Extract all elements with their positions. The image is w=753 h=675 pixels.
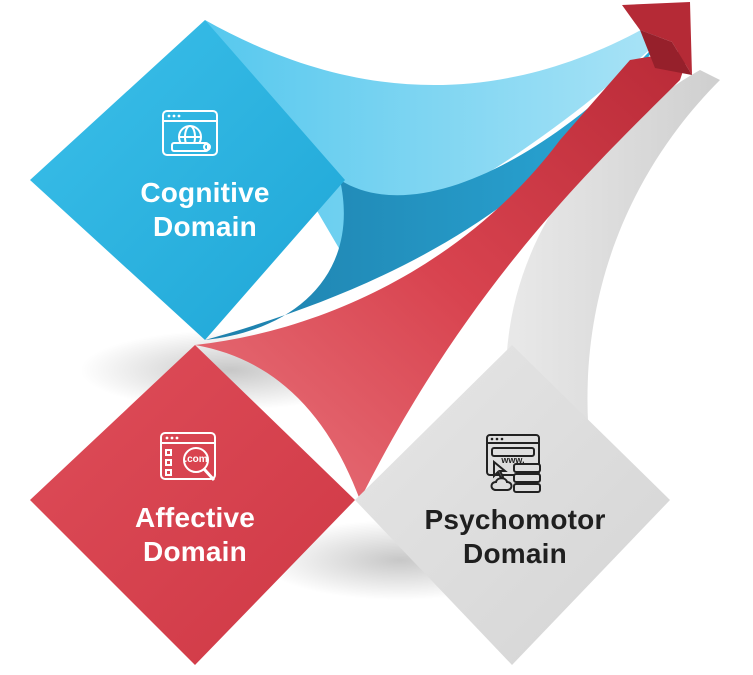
psychomotor-domain-label: Psychomotor Domain	[395, 503, 635, 571]
arrow-head	[622, 2, 692, 75]
cognitive-line1: Cognitive	[140, 177, 270, 208]
www-icon-text: www.	[500, 455, 524, 465]
browser-cursor-server-icon	[486, 434, 541, 493]
browser-globe-icon	[162, 110, 218, 156]
browser-dotcom-search-icon	[160, 432, 216, 482]
red-swoosh	[195, 50, 690, 500]
affective-domain-label: Affective Domain	[85, 501, 305, 569]
dotcom-icon-text: .com	[184, 454, 207, 465]
cognitive-line2: Domain	[153, 211, 257, 242]
cognitive-diamond	[30, 20, 345, 340]
psychomotor-line2: Domain	[463, 538, 567, 569]
arrow-head-shade	[640, 30, 692, 75]
affective-diamond	[30, 345, 355, 665]
affective-line2: Domain	[143, 536, 247, 567]
psychomotor-line1: Psychomotor	[424, 504, 606, 535]
psychomotor-diamond	[355, 345, 670, 665]
affective-line1: Affective	[134, 502, 256, 533]
cognitive-domain-label: Cognitive Domain	[100, 176, 310, 244]
